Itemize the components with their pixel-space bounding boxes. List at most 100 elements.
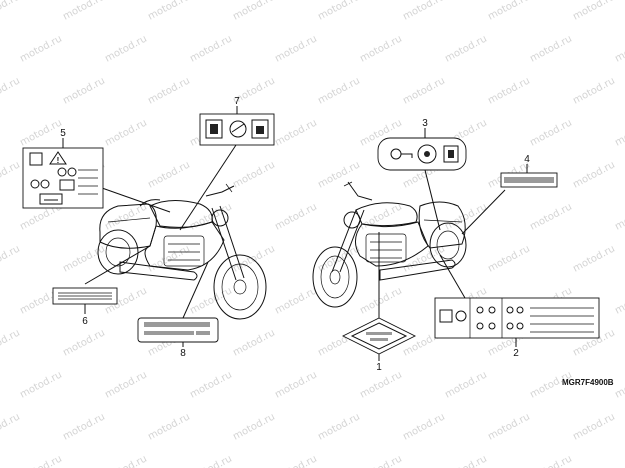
watermark-text: motod.ru xyxy=(486,411,532,442)
headlight-right xyxy=(343,211,361,229)
watermark-text: motod.ru xyxy=(528,33,574,64)
manual-book-icon xyxy=(205,119,223,139)
wrench-icon xyxy=(229,120,247,138)
watermark-text: motod.ru xyxy=(443,369,489,400)
watermark-text: motod.ru xyxy=(0,327,22,358)
watermark-text: motod.ru xyxy=(103,117,149,148)
book-icon xyxy=(443,145,459,163)
motorcycle-right xyxy=(312,181,467,308)
leader-lines xyxy=(84,144,506,320)
watermark-text: motod.ru xyxy=(61,0,107,23)
diagram-code: MGR7F4900B xyxy=(562,378,614,387)
key-icon xyxy=(390,148,413,160)
callout-8: 8 xyxy=(180,348,186,359)
watermark-text: motod.ru xyxy=(61,75,107,106)
watermark-text: motod.ru xyxy=(358,285,404,316)
fuel-tank-left xyxy=(149,200,213,228)
exhaust-right xyxy=(379,259,456,281)
watermark-text: motod.ru xyxy=(528,453,574,468)
watermark-text: motod.ru xyxy=(401,75,447,106)
label-3 xyxy=(377,137,467,171)
svg-text:!: ! xyxy=(57,156,60,165)
watermark-text: motod.ru xyxy=(613,33,625,64)
watermark-text: motod.ru xyxy=(528,117,574,148)
label-2-plate xyxy=(434,297,600,339)
rider-icon xyxy=(30,167,77,191)
front-wheel-right xyxy=(312,246,358,308)
watermark-text: motod.ru xyxy=(316,243,362,274)
watermark-text: motod.ru xyxy=(613,285,625,316)
watermark-text: motod.ru xyxy=(316,75,362,106)
watermark-text: motod.ru xyxy=(0,75,22,106)
watermark-text: motod.ru xyxy=(571,75,617,106)
watermark-text: motod.ru xyxy=(273,453,319,468)
watermark-text: motod.ru xyxy=(273,117,319,148)
watermark-text: motod.ru xyxy=(443,201,489,232)
watermark-text: motod.ru xyxy=(103,453,149,468)
rear-wheel-right xyxy=(429,222,467,268)
watermark-text: motod.ru xyxy=(401,411,447,442)
watermark-text: motod.ru xyxy=(188,369,234,400)
watermark-text: motod.ru xyxy=(613,453,625,468)
watermark-text: motod.ru xyxy=(613,369,625,400)
watermark-text: motod.ru xyxy=(103,33,149,64)
watermark-text: motod.ru xyxy=(231,327,277,358)
watermark-text: motod.ru xyxy=(273,33,319,64)
watermark-text: motod.ru xyxy=(571,411,617,442)
watermark-text: motod.ru xyxy=(0,0,22,23)
watermark-text: motod.ru xyxy=(613,117,625,148)
watermark-text: motod.ru xyxy=(146,411,192,442)
watermark-text: motod.ru xyxy=(443,453,489,468)
exhaust-left xyxy=(119,261,198,281)
watermark-text: motod.ru xyxy=(146,159,192,190)
front-wheel-left xyxy=(213,254,267,320)
watermark-text: motod.ru xyxy=(146,0,192,23)
watermark-text: motod.ru xyxy=(273,201,319,232)
watermark-text: motod.ru xyxy=(231,159,277,190)
fuel-tank-right xyxy=(355,202,418,227)
watermark-text: motod.ru xyxy=(401,0,447,23)
watermark-text: motod.ru xyxy=(316,159,362,190)
watermark-text: motod.ru xyxy=(273,285,319,316)
watermark-text: motod.ru xyxy=(528,201,574,232)
motorcycle-icon xyxy=(476,306,496,330)
watermark-text: motod.ru xyxy=(18,117,64,148)
watermark-text: motod.ru xyxy=(613,201,625,232)
label-7 xyxy=(199,113,275,146)
watermark-text: motod.ru xyxy=(273,369,319,400)
label-5: ! xyxy=(22,147,104,209)
watermark-text: motod.ru xyxy=(358,369,404,400)
watermark-text: motod.ru xyxy=(443,33,489,64)
watermark-text: motod.ru xyxy=(146,75,192,106)
callout-1: 1 xyxy=(376,362,382,373)
watermark-text: motod.ru xyxy=(358,33,404,64)
watermark-text: motod.ru xyxy=(18,453,64,468)
callout-5: 5 xyxy=(60,128,66,139)
watermark-text: motod.ru xyxy=(0,159,22,190)
label-4 xyxy=(500,172,558,188)
watermark-text: motod.ru xyxy=(0,411,22,442)
label-2 xyxy=(434,297,600,339)
rear-wheel-left xyxy=(97,229,139,275)
watermark-text: motod.ru xyxy=(61,243,107,274)
headlight-left xyxy=(211,209,229,227)
watermark-text: motod.ru xyxy=(231,0,277,23)
circle-icon xyxy=(417,144,437,164)
watermark-text: motod.ru xyxy=(103,369,149,400)
callout-3: 3 xyxy=(422,118,428,129)
watermark-text: motod.ru xyxy=(103,201,149,232)
label-8-plate xyxy=(137,317,219,343)
watermark-text: motod.ru xyxy=(316,411,362,442)
watermark-text: motod.ru xyxy=(316,0,362,23)
label-6 xyxy=(52,287,118,305)
watermark-text: motod.ru xyxy=(18,33,64,64)
watermark-text: motod.ru xyxy=(231,411,277,442)
callout-4: 4 xyxy=(524,154,530,165)
watermark-text: motod.ru xyxy=(571,159,617,190)
watermark-text: motod.ru xyxy=(571,0,617,23)
watermark-text: motod.ru xyxy=(571,243,617,274)
watermark-text: motod.ru xyxy=(0,243,22,274)
watermark-text: motod.ru xyxy=(358,453,404,468)
watermark-text: motod.ru xyxy=(61,327,107,358)
